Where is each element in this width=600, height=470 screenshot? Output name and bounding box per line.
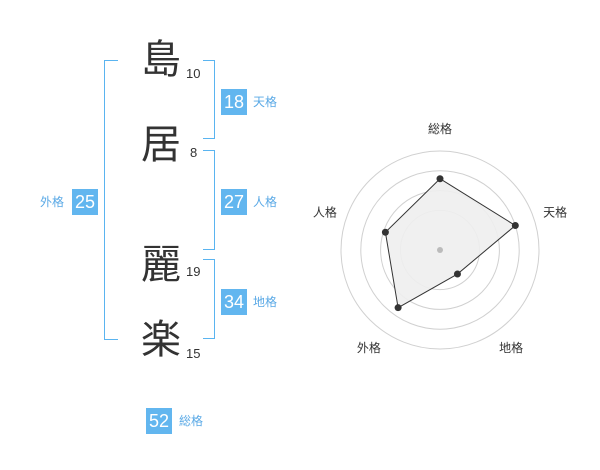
radar-grid-ring-2 [360,170,520,330]
name-char-1: 島 [141,37,181,83]
radar-axis-label-2: 天格 [543,205,567,220]
radar-axis-label-1: 総格 [428,121,452,136]
gaikaku-value: 25 [72,189,99,215]
gaikaku-label: 外格 [40,195,65,209]
jinkaku-label: 人格 [253,195,278,209]
name-char-4: 楽 [141,317,181,363]
stroke-count-3: 19 [186,264,201,279]
tenkaku-bracket [203,60,215,139]
radar-axis-label-5: 人格 [313,205,337,220]
stroke-count-1: 10 [186,66,201,81]
radar-point-3 [453,270,461,278]
chikaku-label: 地格 [253,295,278,309]
radar-polygon [384,178,517,309]
gaikaku-bracket [104,60,118,340]
jinkaku-value: 27 [221,189,248,215]
radar-grid-ring-1 [340,150,540,350]
radar-point-5 [381,228,389,236]
stroke-count-4: 15 [186,346,201,361]
radar-axis-label-3: 地格 [499,340,523,355]
jinkaku-bracket [203,150,215,250]
radar-point-4 [394,304,402,312]
radar-axis-label-4: 外格 [357,340,381,355]
name-char-3: 麗 [141,242,181,288]
chikaku-value: 34 [221,289,248,315]
radar-point-2 [511,222,519,230]
name-char-2: 居 [141,122,181,168]
soukaku-value: 52 [146,408,173,434]
radar-center-dot [437,247,443,253]
chikaku-bracket [203,259,215,339]
tenkaku-label: 天格 [253,95,278,109]
soukaku-label: 総格 [179,414,204,428]
radar-point-1 [436,175,444,183]
tenkaku-value: 18 [221,89,248,115]
stroke-count-2: 8 [190,145,198,160]
